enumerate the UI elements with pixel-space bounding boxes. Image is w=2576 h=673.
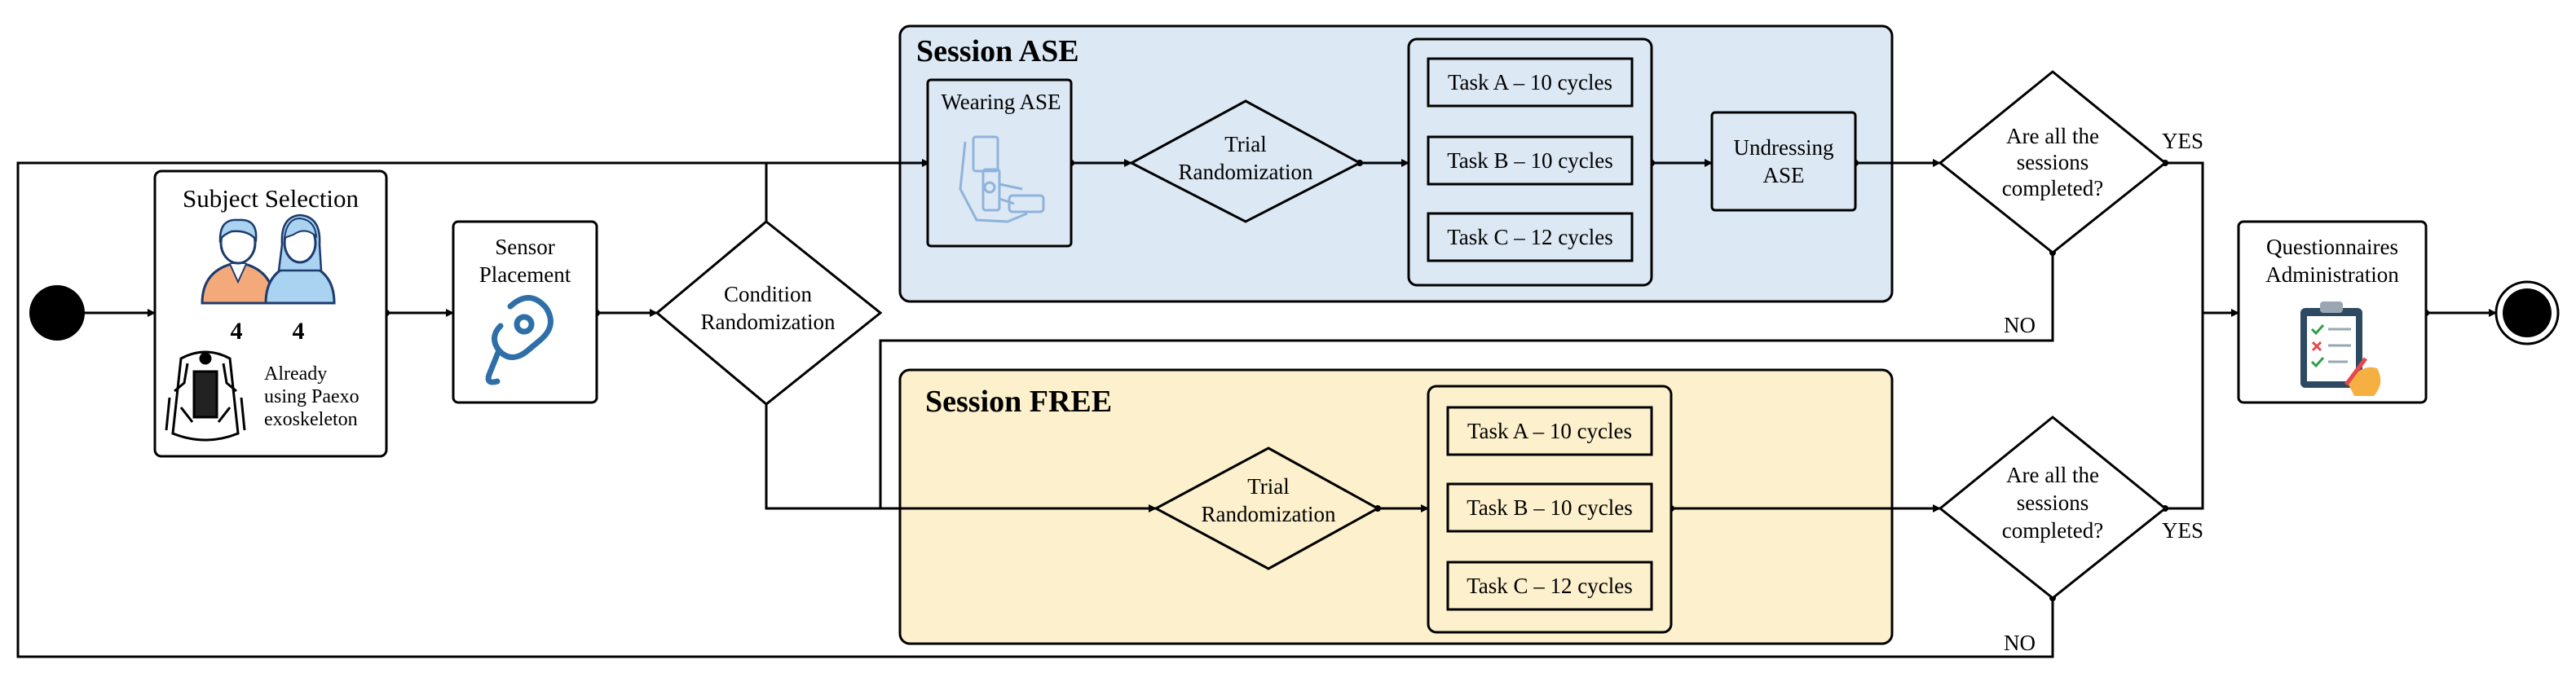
undressing-line1: Undressing <box>1734 135 1834 160</box>
sensor-line1: Sensor <box>495 235 555 259</box>
ase-trial-line1: Trial <box>1224 132 1267 156</box>
connectors <box>16 159 2497 658</box>
exoskeleton-icon <box>165 350 246 442</box>
session-ase-title: Session ASE <box>916 34 1079 68</box>
free-trial-line1: Trial <box>1247 474 1290 499</box>
sensor-icon <box>485 295 554 385</box>
free-task-c <box>1446 561 1653 611</box>
questionnaires-line2: Administration <box>2265 262 2399 287</box>
ase-trial-line2: Randomization <box>1179 160 1313 184</box>
free-task-a <box>1446 406 1653 456</box>
wearing-ase-label: Wearing ASE <box>941 90 1061 114</box>
free-trial-line2: Randomization <box>1202 502 1336 526</box>
sensor-line2: Placement <box>479 262 571 287</box>
condition-randomization-node: Condition Randomization <box>655 220 883 406</box>
free-trial-randomization-node: Trial Randomization <box>1153 446 1381 570</box>
subject-selection-node: Subject Selection 4 4 Already using Pa <box>153 169 388 458</box>
free-task-a-label: Task A – 10 cycles <box>1467 419 1632 443</box>
undressing-ase-node: Undressing ASE <box>1710 111 1857 212</box>
end-node <box>2494 280 2560 345</box>
start-node <box>29 285 85 341</box>
ase-no-label: NO <box>2004 313 2036 337</box>
ase-trial-randomization-node: Trial Randomization <box>1128 99 1363 223</box>
ase-task-a-label: Task A – 10 cycles <box>1448 70 1612 95</box>
free-decision-line3: completed? <box>2002 518 2103 543</box>
subject-selection-title: Subject Selection <box>183 184 359 213</box>
male-count: 4 <box>231 318 243 345</box>
free-task-b <box>1446 482 1653 533</box>
exo-note-line3: exoskeleton <box>264 409 358 430</box>
female-count: 4 <box>293 318 305 345</box>
free-decision-line1: Are all the <box>2006 463 2099 487</box>
ase-completion-decision: Are all the sessions completed? <box>1938 70 2168 254</box>
ase-task-a <box>1427 57 1634 108</box>
ase-yes-label: YES <box>2162 129 2203 153</box>
ase-exoskeleton-icon <box>959 135 1045 223</box>
free-yes-label: YES <box>2162 518 2203 543</box>
sensor-placement-node: Sensor Placement <box>452 220 598 404</box>
questionnaires-node: Questionnaires Administration <box>2237 220 2428 404</box>
male-user-icon <box>201 218 276 305</box>
undressing-line2: ASE <box>1762 163 1804 187</box>
female-user-icon <box>264 213 336 305</box>
ase-task-b <box>1427 135 1634 186</box>
clipboard-checklist-icon <box>2300 301 2381 396</box>
condition-line1: Condition <box>724 282 813 306</box>
condition-line2: Randomization <box>701 310 836 334</box>
ase-decision-line1: Are all the <box>2006 124 2099 148</box>
ase-task-c-label: Task C – 12 cycles <box>1447 225 1613 249</box>
questionnaires-line1: Questionnaires <box>2266 235 2398 259</box>
ase-task-b-label: Task B – 10 cycles <box>1447 148 1613 173</box>
exo-note-line2: using Paexo <box>264 386 359 407</box>
free-decision-line2: sessions <box>2017 490 2089 515</box>
free-tasks-group: Task A – 10 cycles Task B – 10 cycles Ta… <box>1427 385 1673 634</box>
ase-task-c <box>1427 212 1634 262</box>
wearing-ase-node: Wearing ASE <box>926 78 1073 248</box>
session-free-title: Session FREE <box>925 385 1112 419</box>
free-task-b-label: Task B – 10 cycles <box>1467 495 1633 520</box>
ase-tasks-group: Task A – 10 cycles Task B – 10 cycles Ta… <box>1407 37 1653 287</box>
exo-note-line1: Already <box>264 363 327 385</box>
free-no-label: NO <box>2004 631 2036 655</box>
free-task-c-label: Task C – 12 cycles <box>1467 574 1633 598</box>
free-completion-decision: Are all the sessions completed? <box>1938 416 2168 600</box>
ase-decision-line3: completed? <box>2002 176 2103 200</box>
ase-decision-line2: sessions <box>2017 150 2089 174</box>
